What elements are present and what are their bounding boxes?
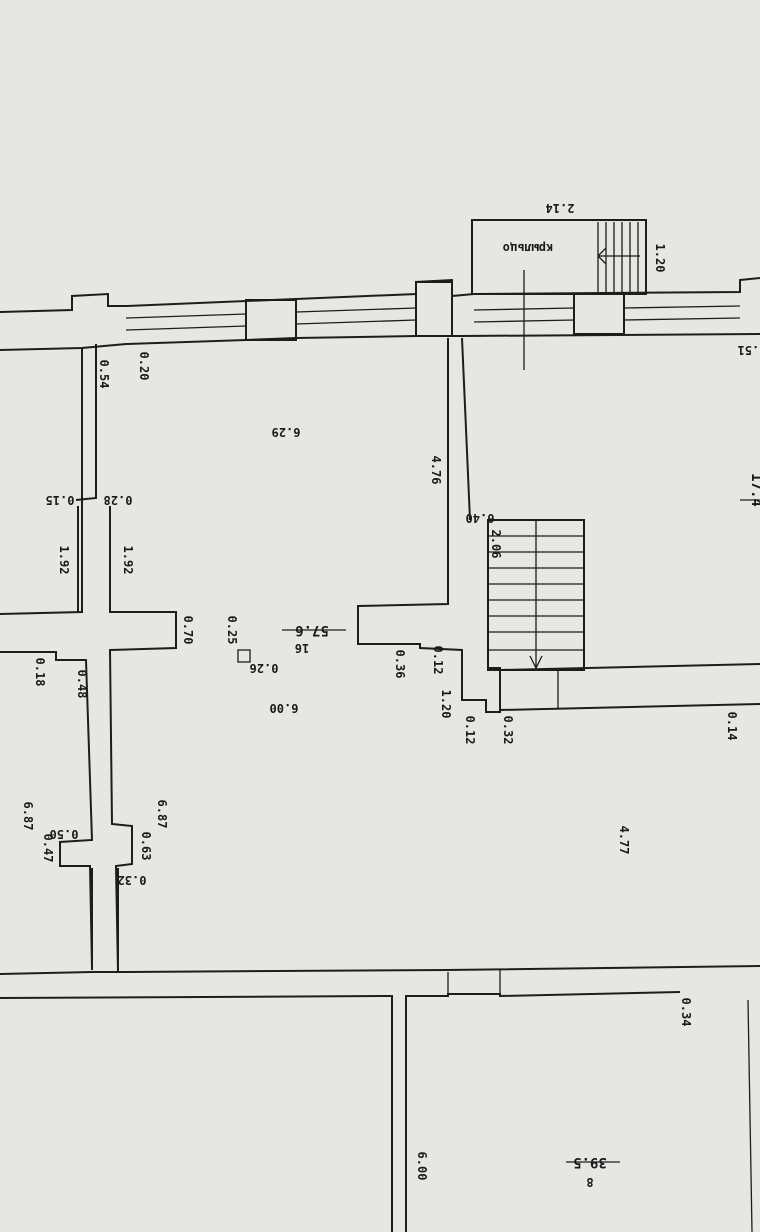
dim-476: 4.76 (429, 456, 443, 485)
dim-120: 1.20 (439, 690, 453, 719)
dim-026: 0.26 (250, 661, 279, 675)
dim-034: 0.34 (679, 998, 693, 1027)
dim-629: 6.29 (272, 425, 301, 439)
bottom-room-area: 39.5 (573, 1154, 607, 1170)
dimension-labels: крыльцо 2.14 1.20 0.20 0.54 0.51 6.29 4.… (21, 201, 760, 1189)
dim-192a: 1.92 (57, 546, 71, 575)
dim-porch-depth: 1.20 (653, 244, 667, 273)
porch-note: крыльцо (503, 241, 554, 255)
dim-040: 0.40 (466, 511, 495, 525)
dim-018: 0.18 (33, 658, 47, 687)
dim-014: 0.14 (725, 712, 739, 741)
porch (471, 219, 647, 370)
dim-687b: 6.87 (155, 800, 169, 829)
dim-051: 0.51 (738, 343, 760, 357)
dim-025: 0.25 (225, 616, 239, 645)
dim-020: 0.20 (137, 352, 151, 381)
dim-050: 0.50 (50, 827, 79, 841)
dim-054: 0.54 (97, 360, 111, 389)
bottom-room-num: 8 (586, 1175, 593, 1189)
dim-206: 2.06 (489, 530, 503, 559)
dim-063: 0.63 (139, 832, 153, 861)
main-room-area: 57.6 (295, 622, 329, 638)
dim-070: 0.70 (181, 616, 195, 645)
dim-047: 0.47 (41, 834, 55, 863)
dim-porch-width: 2.14 (546, 201, 575, 215)
dim-600: 6.00 (270, 701, 299, 715)
dim-192b: 1.92 (121, 546, 135, 575)
dim-687a: 6.87 (21, 802, 35, 831)
dim-477: 4.77 (617, 826, 631, 855)
dim-012b: 0.12 (463, 716, 477, 745)
dim-028: 0.28 (104, 493, 133, 507)
dim-048: 0.48 (75, 670, 89, 699)
dim-015: 0.15 (46, 493, 75, 507)
dim-600b: 6.00 (415, 1152, 429, 1181)
interior-walls (0, 337, 760, 1232)
dim-032: 0.32 (501, 716, 515, 745)
dim-032b: 0.32 (118, 873, 147, 887)
dim-012a: 0.12 (431, 646, 445, 675)
dim-036: 0.36 (393, 650, 407, 679)
main-room-num: 16 (295, 641, 309, 655)
right-room-area: 17.4 (748, 473, 760, 507)
